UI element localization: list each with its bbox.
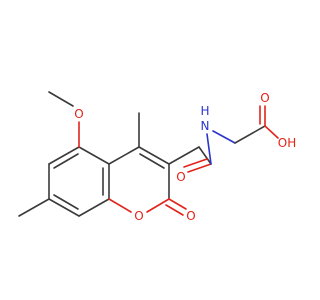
bond-c2-carbonyl-a (168, 198, 187, 210)
bond-cacid-oh (264, 125, 279, 139)
bond-omethoxy-ch3 (48, 91, 74, 107)
bond-c6-c5 (48, 146, 80, 165)
bond-camide-o-a (187, 163, 212, 173)
bond-ch2-camide (198, 146, 212, 165)
atom-n-amide: N (201, 119, 210, 133)
bond-c2-o1 (146, 198, 170, 213)
bond-cgly-cacid (234, 125, 266, 144)
bond-c7-methyl (18, 198, 50, 217)
atom-o-ring: O (134, 209, 143, 223)
atom-o-acid-carbonyl: O (260, 91, 269, 105)
atom-oh-acid: OH (278, 136, 296, 150)
bond-c5-c4a (78, 146, 110, 165)
atom-o-methoxy: O (74, 107, 83, 121)
bond-c4a-c4 (108, 146, 140, 165)
atom-o-amide: O (176, 170, 185, 184)
molecule-structure: O O O O NH O OH (18, 91, 296, 223)
bond-c8-c7 (48, 198, 80, 217)
bond-c4-c3 (138, 146, 170, 165)
bond-c3-ch2 (168, 146, 200, 165)
bond-c4-c3-inner (139, 153, 165, 169)
bond-c8a-c8 (78, 198, 110, 217)
atom-o-lactone-carbonyl: O (186, 209, 195, 223)
bond-c2-carbonyl-b (165, 204, 184, 216)
bond-o1-c8a (108, 198, 132, 213)
bond-camide-o-b (183, 158, 208, 168)
bond-c8-c7-inner (53, 194, 79, 210)
bond-n-cgly (212, 130, 236, 144)
bond-camide-n (206, 133, 212, 165)
bond-c6-c5-inner (53, 153, 79, 169)
atom-h-amide: H (200, 104, 209, 118)
